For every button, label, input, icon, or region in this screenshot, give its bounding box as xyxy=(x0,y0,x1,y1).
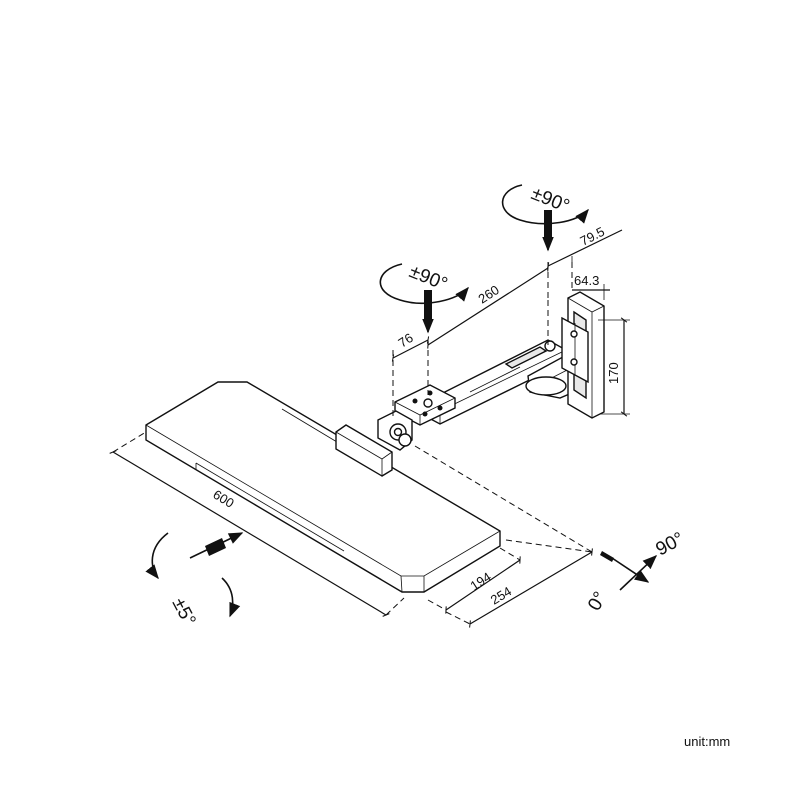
dim-170-label: 170 xyxy=(606,362,621,384)
dimension-76: 76 xyxy=(391,330,430,362)
swivel-0-label: 0° xyxy=(584,588,611,614)
rotation-tilt: ±5° xyxy=(145,532,244,630)
dimension-64-3: 64.3 xyxy=(572,273,610,300)
rotation-top-arm: ±90° xyxy=(501,183,589,252)
dim-194-label: 194 xyxy=(467,569,493,593)
rotation-swivel: 90° 0° xyxy=(584,528,688,614)
dim-254-label: 254 xyxy=(488,584,514,608)
dim-260-label: 260 xyxy=(475,282,501,306)
swivel-90-label: 90° xyxy=(652,528,687,560)
unit-label: unit:mm xyxy=(684,734,730,749)
rotation-mid-arm: ±90° xyxy=(379,261,469,334)
dim-76-label: 76 xyxy=(395,330,415,350)
rotation-tilt-label: ±5° xyxy=(168,594,200,629)
dimension-79-5: 79.5 xyxy=(546,224,623,270)
arm-assembly xyxy=(377,339,589,451)
dim-64-3-label: 64.3 xyxy=(574,273,599,288)
dimension-170: 170 xyxy=(598,317,630,417)
wall-mount xyxy=(561,291,605,419)
